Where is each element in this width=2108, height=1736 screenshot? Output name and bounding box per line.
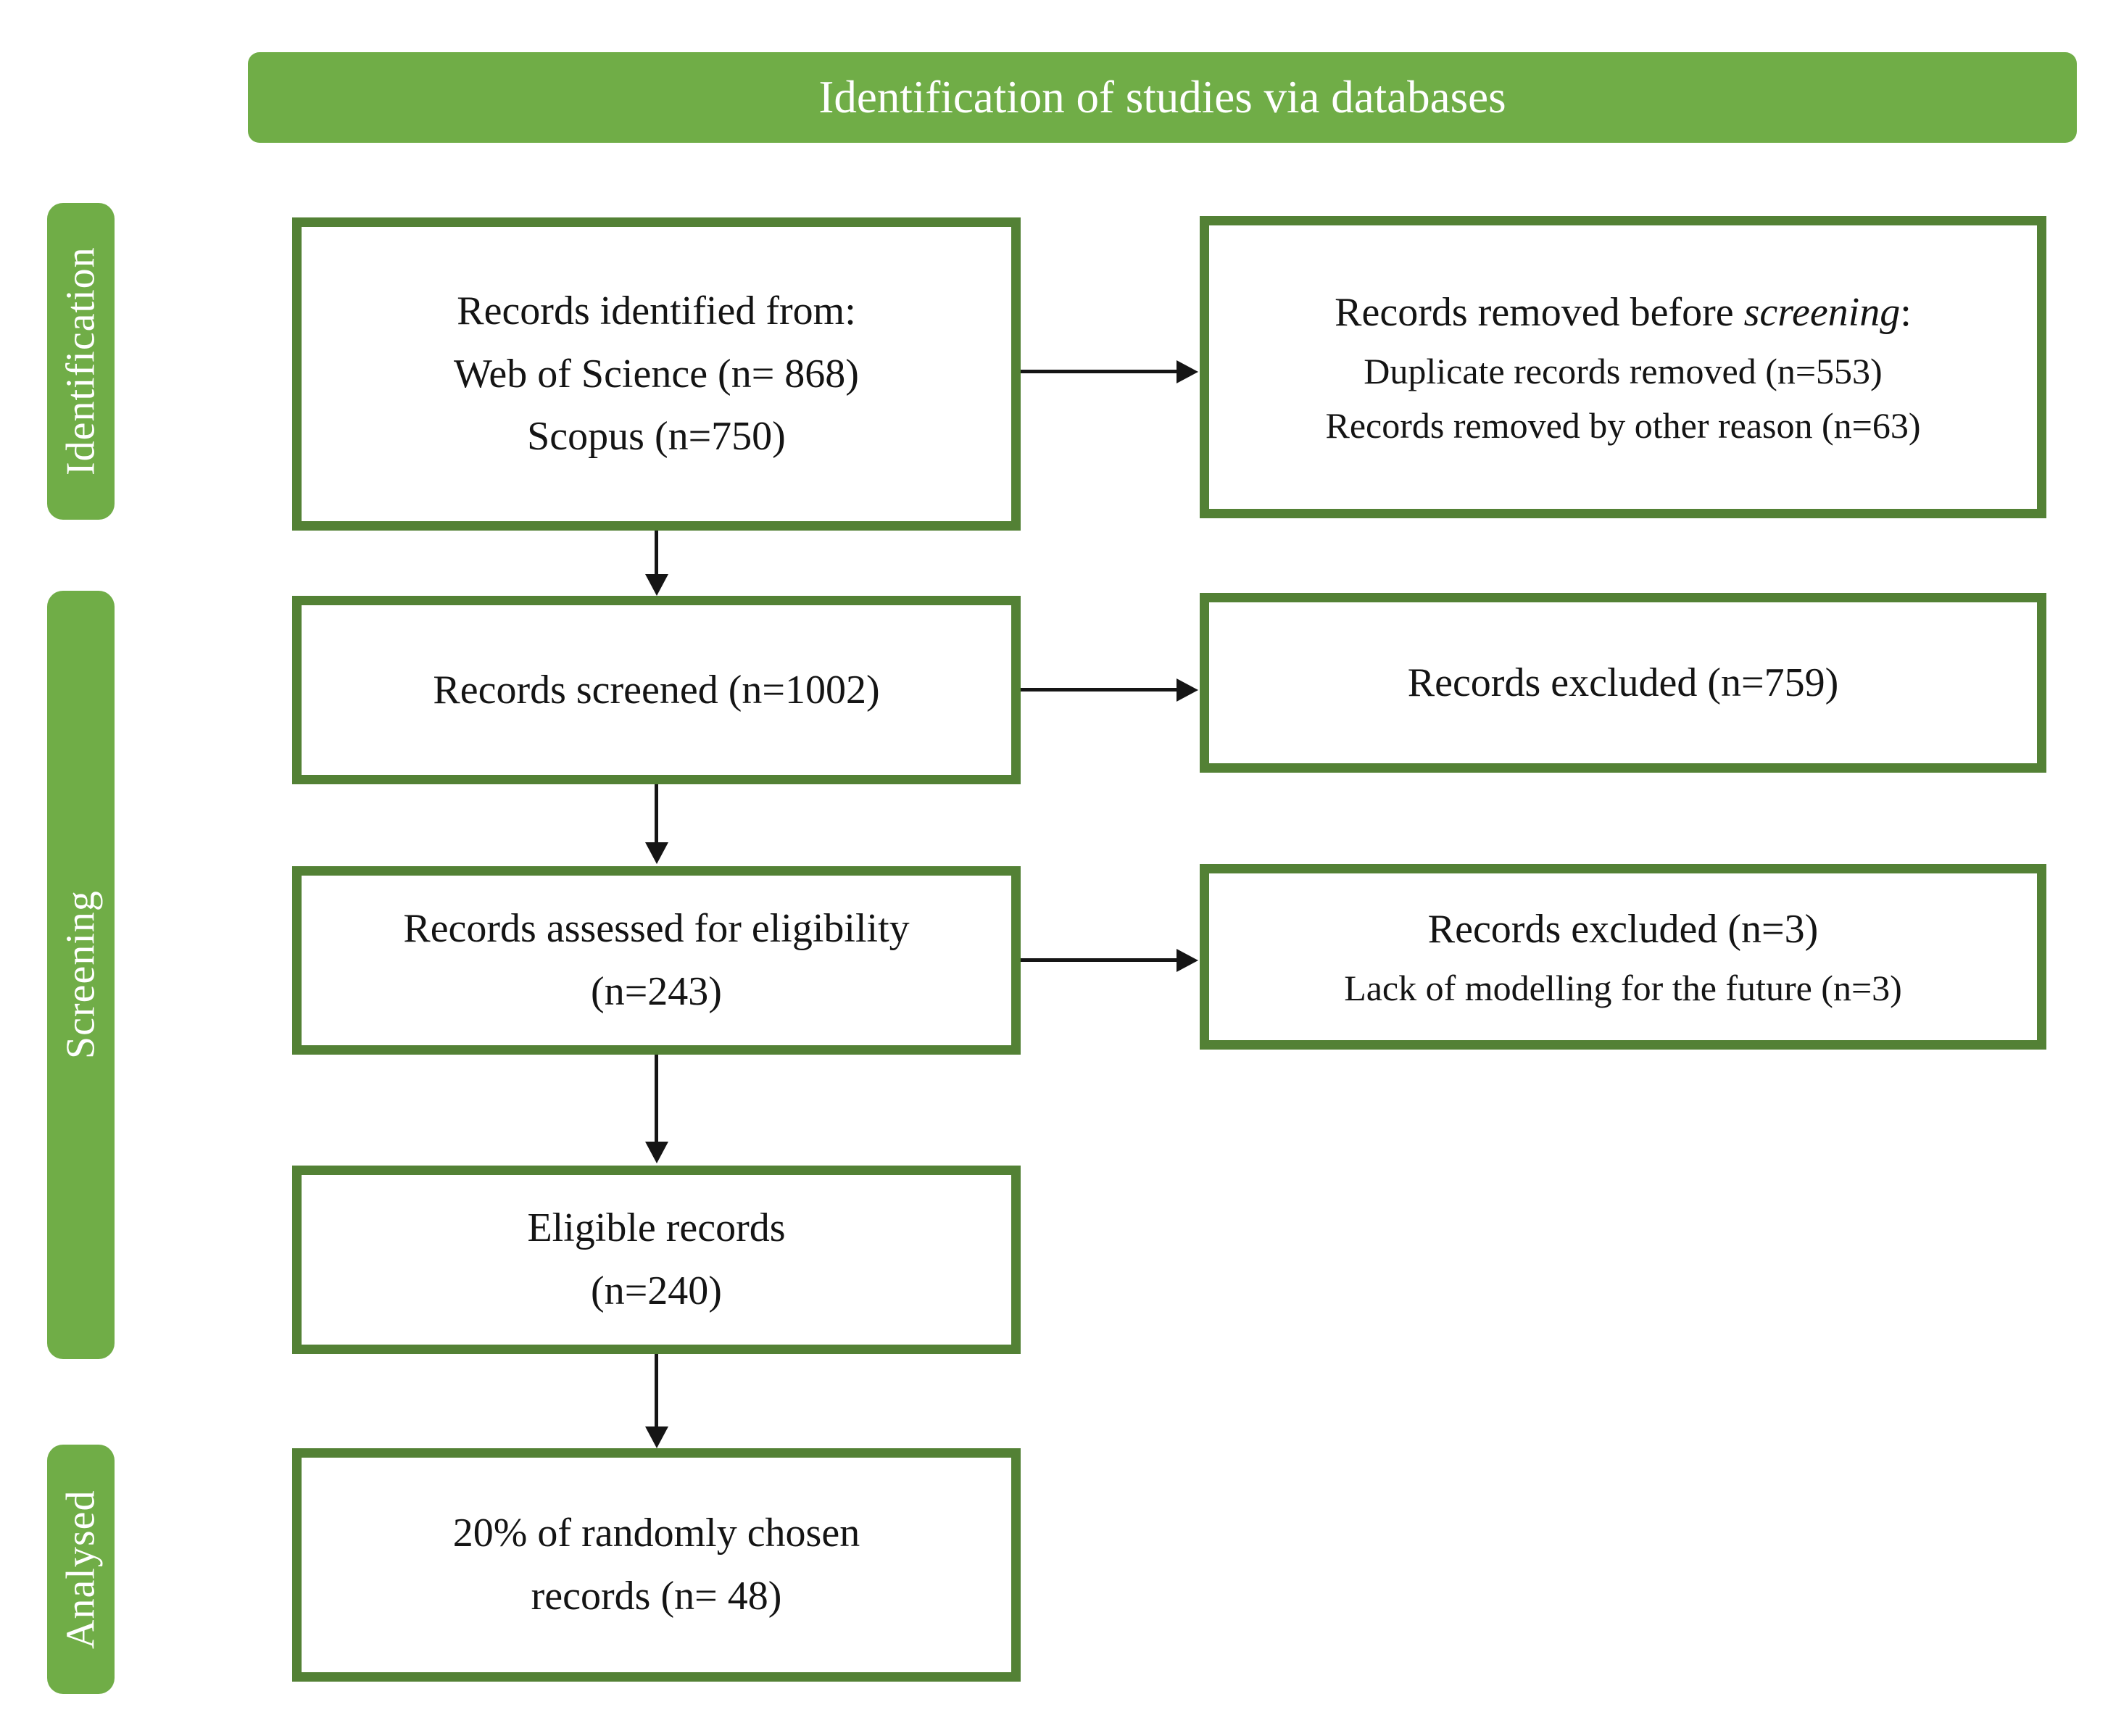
box-text-segment: Records removed before	[1335, 290, 1744, 336]
box-text-line: Records screened (n=1002)	[433, 667, 880, 713]
box-text-line: Records assessed for eligibility	[403, 906, 910, 952]
header-banner: Identification of studies via databases	[248, 52, 2077, 143]
box-text-line: Web of Science (n= 868)	[454, 351, 859, 396]
box-text-line: Duplicate records removed (n=553)	[1364, 350, 1883, 391]
box-text-line: Records removed by other reason (n=63)	[1325, 404, 1921, 446]
box-text-line: records (n= 48)	[531, 1574, 782, 1619]
box-eligible-records: Eligible records (n=240)	[292, 1166, 1021, 1354]
arrow-right-icon-identified-to-removed	[1021, 370, 1178, 373]
arrow-down-icon-identified-to-screened	[655, 531, 658, 576]
box-text-line: 20% of randomly chosen	[452, 1511, 860, 1556]
stage-label-screening: Screening	[47, 591, 115, 1359]
arrow-down-icon-eligible-to-analysed	[655, 1354, 658, 1428]
box-text-line: Records excluded (n=3)	[1427, 907, 1819, 952]
diagram-title: Identification of studies via databases	[818, 72, 1506, 122]
box-text-line: Eligible records	[527, 1205, 786, 1251]
box-records-removed-before-screening: Records removed before screening: Duplic…	[1200, 216, 2046, 518]
arrow-down-icon-screened-to-assessed	[655, 784, 658, 844]
box-text-segment-italic: screening	[1743, 290, 1901, 336]
box-text-line: Records identified from:	[457, 288, 856, 333]
stage-label-text: Analysed	[58, 1490, 104, 1649]
box-text-line: Records excluded (n=759)	[1407, 660, 1839, 705]
box-text-line: Lack of modelling for the future (n=3)	[1344, 967, 1902, 1008]
box-records-screened: Records screened (n=1002)	[292, 596, 1021, 784]
box-text-segment: :	[1900, 290, 1912, 336]
box-analysed-records: 20% of randomly chosen records (n= 48)	[292, 1448, 1021, 1682]
box-records-excluded-eligibility: Records excluded (n=3) Lack of modelling…	[1200, 864, 2046, 1050]
box-text-line: Scopus (n=750)	[527, 414, 786, 460]
box-records-assessed: Records assessed for eligibility (n=243)	[292, 866, 1021, 1055]
stage-label-analysed: Analysed	[47, 1445, 115, 1694]
box-text-line: (n=240)	[591, 1268, 722, 1313]
arrow-down-icon-assessed-to-eligible	[655, 1055, 658, 1143]
box-text-line: Records removed before screening:	[1335, 281, 1912, 344]
box-records-identified: Records identified from: Web of Science …	[292, 217, 1021, 531]
arrow-right-icon-screened-to-excluded	[1021, 688, 1178, 692]
stage-label-text: Screening	[58, 890, 104, 1060]
stage-label-text: Identification	[58, 246, 104, 476]
box-text-line: (n=243)	[591, 969, 722, 1014]
arrow-right-icon-assessed-to-excluded	[1021, 958, 1178, 962]
stage-label-identification: Identification	[47, 203, 115, 520]
box-records-excluded-screening: Records excluded (n=759)	[1200, 593, 2046, 773]
